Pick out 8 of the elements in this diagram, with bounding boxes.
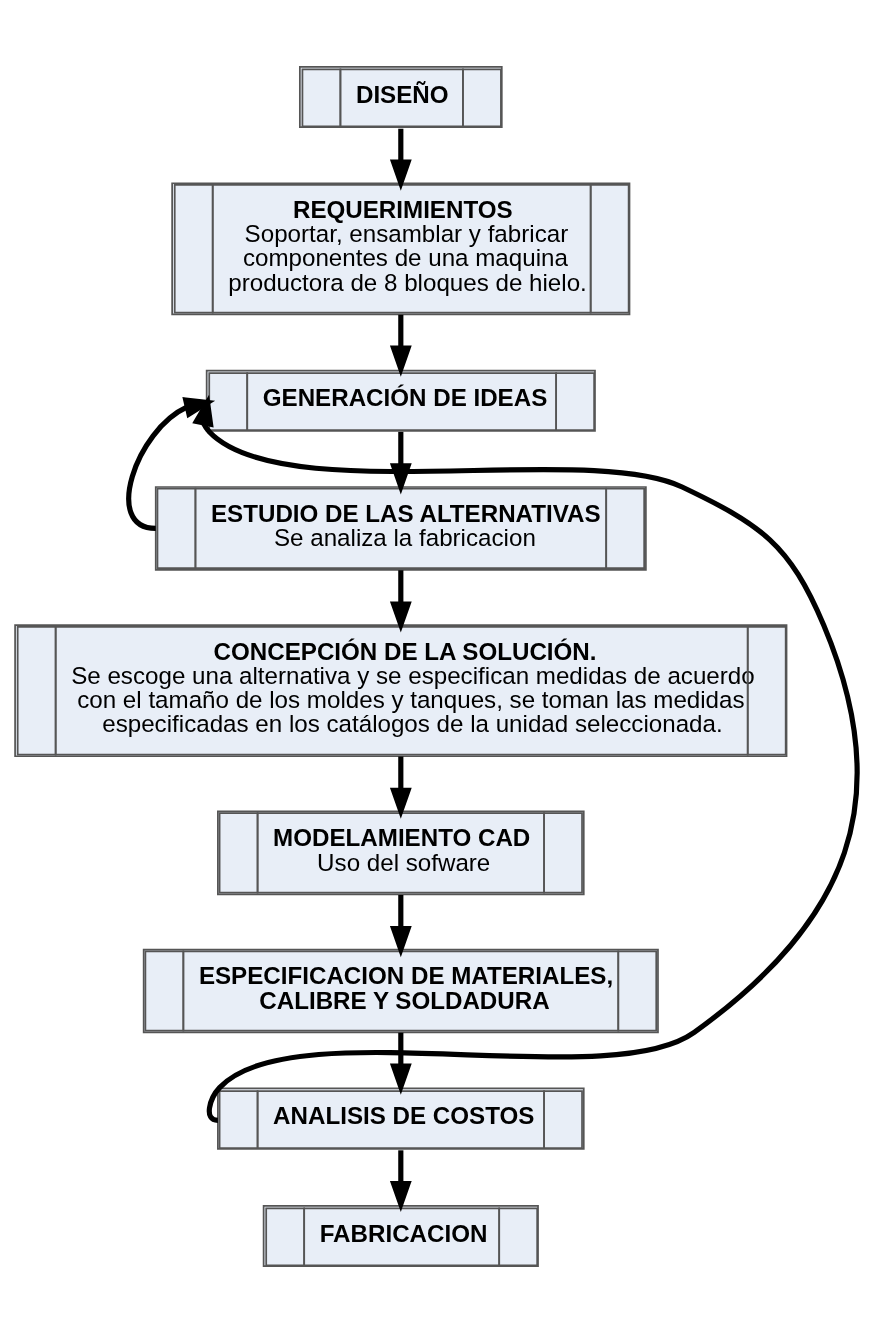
arrow <box>192 394 860 1122</box>
arrow <box>389 569 412 633</box>
arrow <box>389 1032 412 1095</box>
arrow <box>389 314 412 377</box>
arrow <box>389 128 412 191</box>
arrow <box>389 756 412 819</box>
arrow <box>389 1149 412 1212</box>
arrow <box>389 894 412 957</box>
